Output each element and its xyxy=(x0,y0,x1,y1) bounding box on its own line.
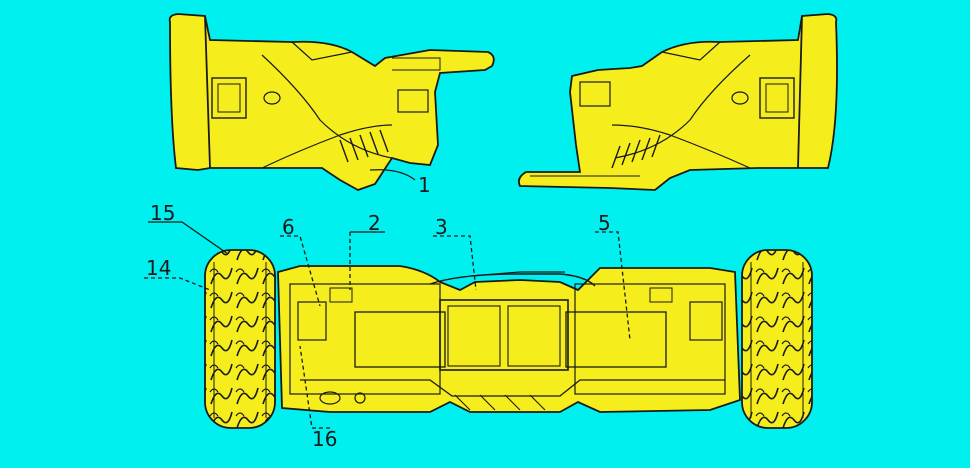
label-14: 14 xyxy=(146,256,171,280)
label-3: 3 xyxy=(435,215,448,239)
left-wheel xyxy=(204,249,276,429)
bottom-assembly xyxy=(277,265,741,413)
label-5: 5 xyxy=(598,211,611,235)
reference-labels: 1 15 14 6 2 3 5 16 xyxy=(146,173,611,451)
label-16: 16 xyxy=(312,427,337,451)
main-body xyxy=(277,265,741,413)
label-15: 15 xyxy=(150,201,175,225)
top-right-shell xyxy=(517,13,838,191)
top-left-shell xyxy=(168,13,495,191)
label-2: 2 xyxy=(368,211,381,235)
label-1: 1 xyxy=(418,173,431,197)
right-wheel xyxy=(741,249,813,429)
leader-lines xyxy=(144,169,631,429)
label-6: 6 xyxy=(282,215,295,239)
